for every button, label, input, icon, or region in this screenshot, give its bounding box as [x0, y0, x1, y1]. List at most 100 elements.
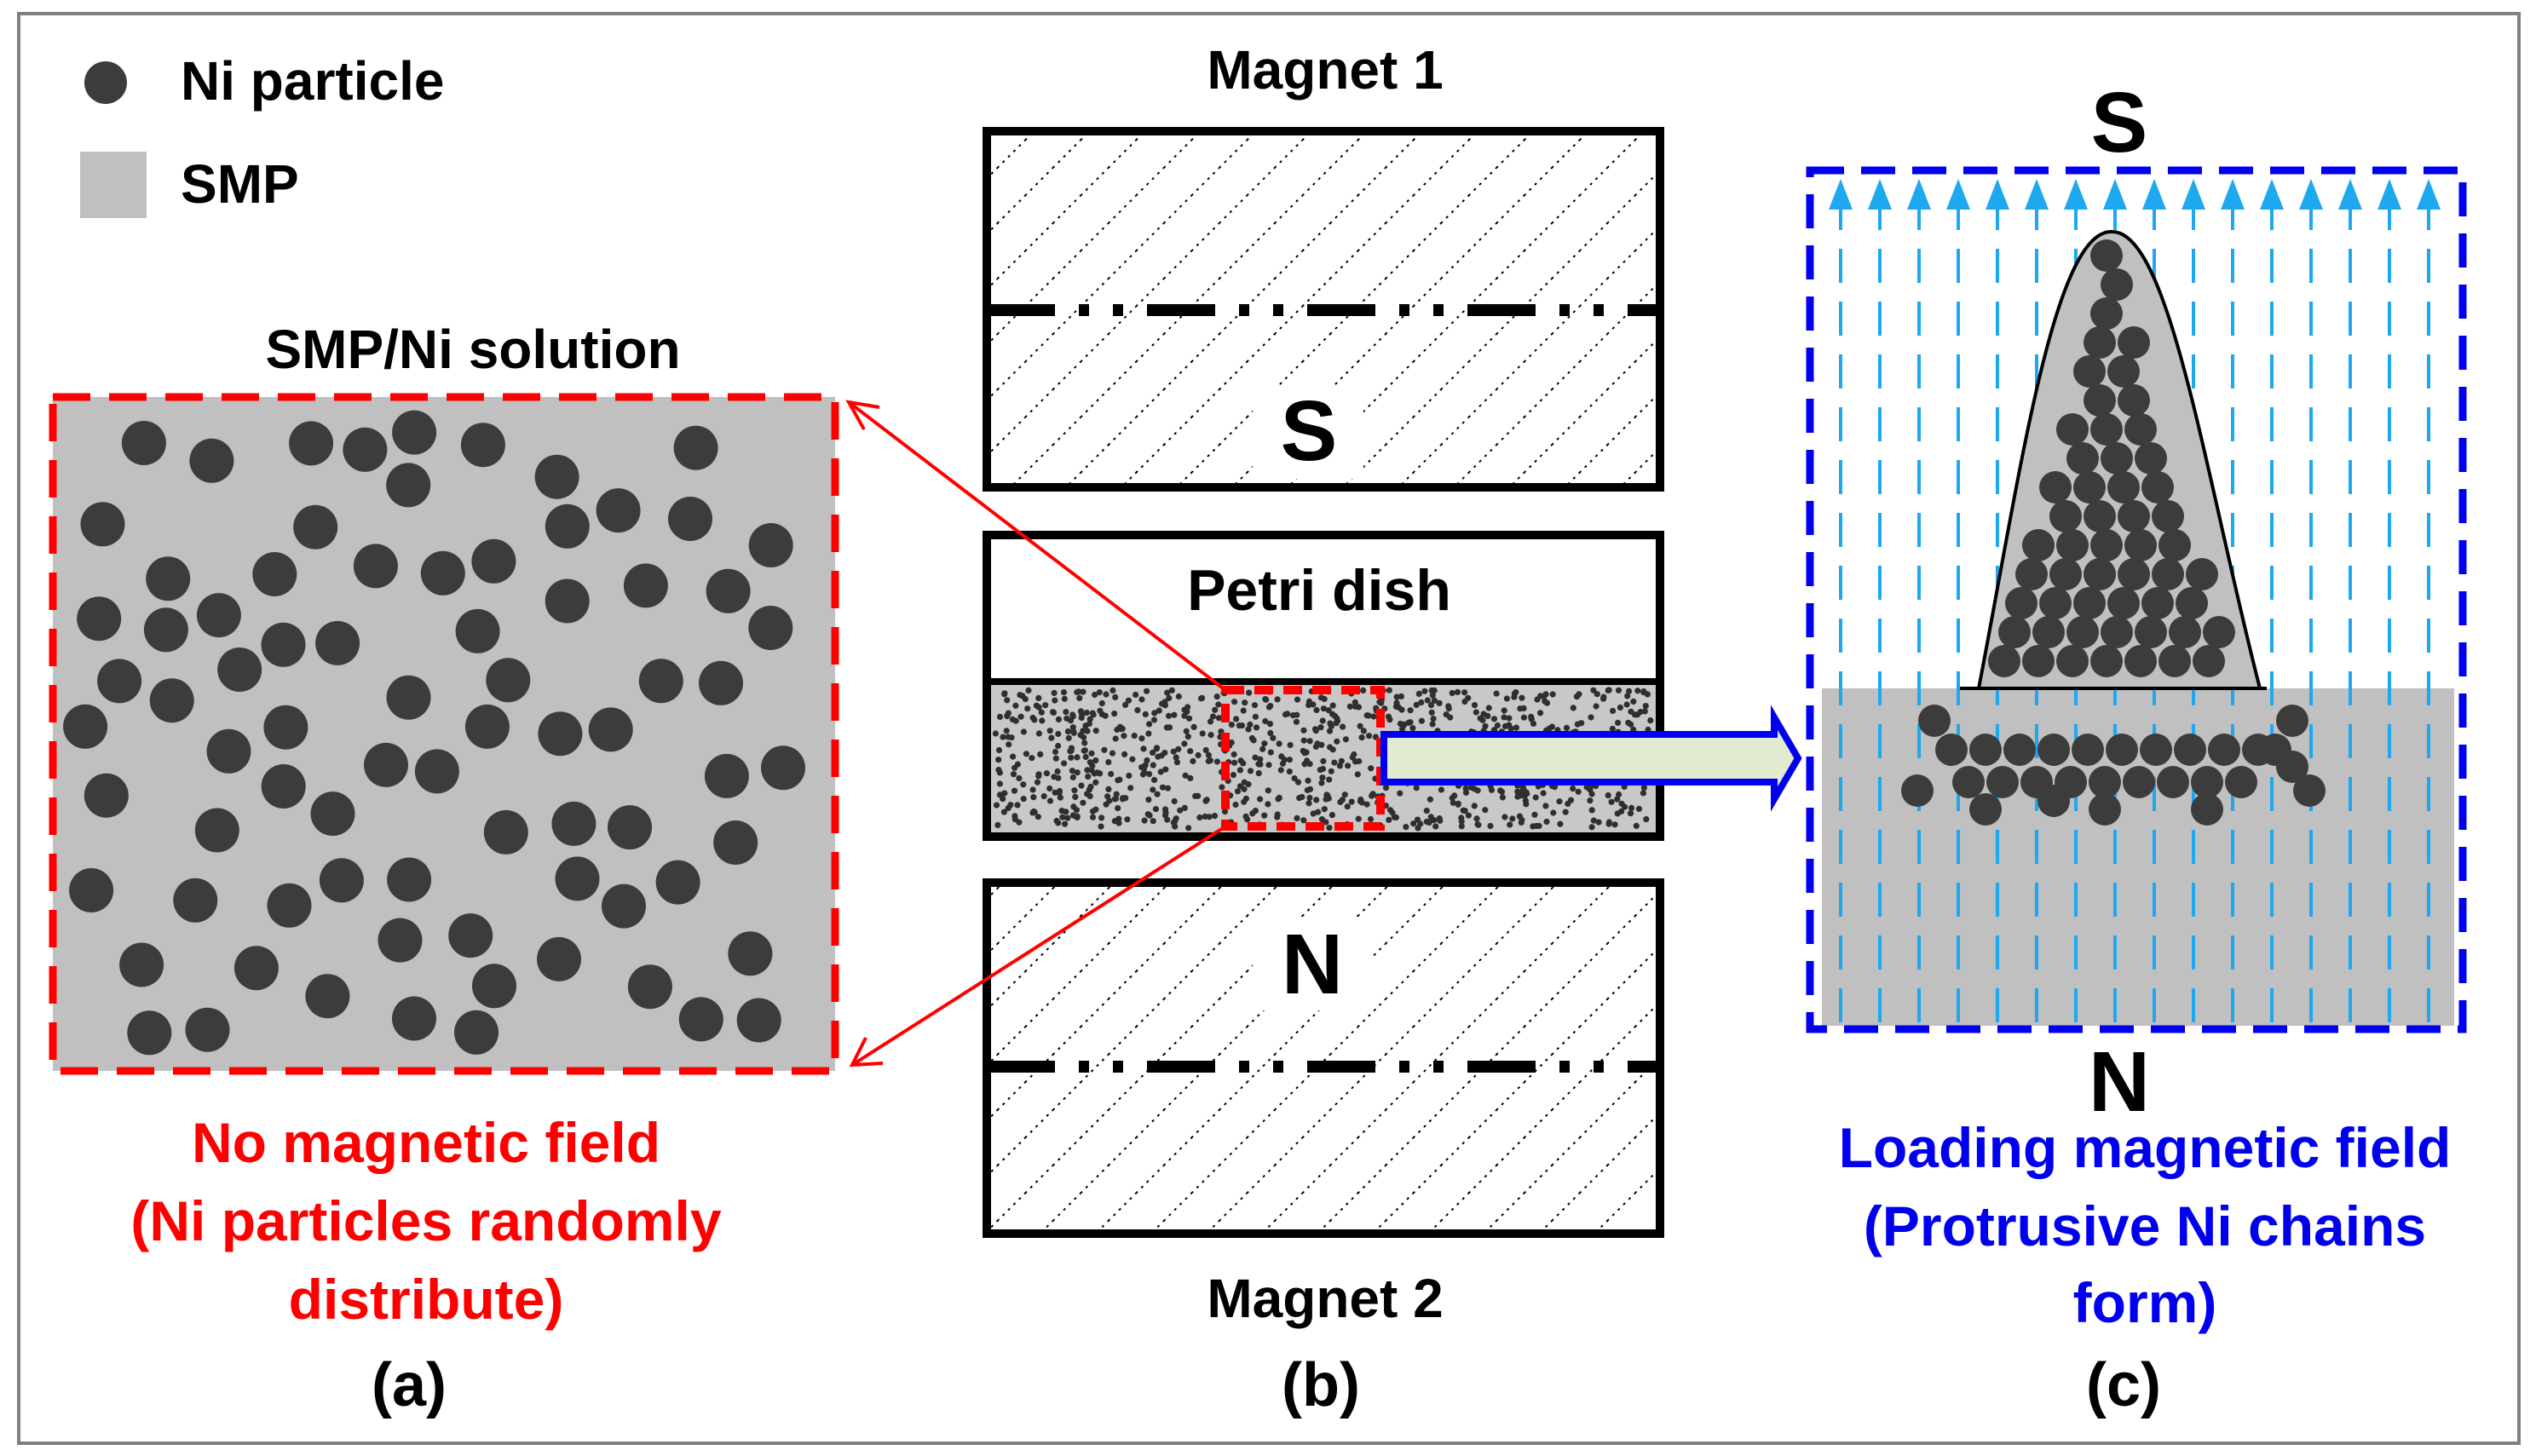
- ni-particle: [448, 913, 493, 958]
- ni-dot: [1328, 768, 1334, 774]
- ni-dot: [1124, 816, 1131, 823]
- ni-dot: [1294, 696, 1301, 703]
- ni-dot: [1329, 746, 1336, 753]
- ni-particle: [1988, 645, 2020, 677]
- smp-solution-box: [53, 397, 835, 1071]
- ni-dot: [1386, 816, 1392, 824]
- ni-dot: [1487, 822, 1494, 830]
- ni-dot: [1030, 794, 1037, 801]
- ni-dot: [1473, 709, 1479, 716]
- ni-dot: [1326, 728, 1334, 734]
- ni-dot: [1241, 798, 1248, 805]
- ni-dot: [1614, 796, 1621, 803]
- ni-dot: [1418, 717, 1425, 724]
- ni-dot: [1116, 723, 1124, 730]
- ni-dot: [1231, 699, 1238, 705]
- ni-particle: [319, 858, 364, 903]
- ni-dot: [1494, 722, 1501, 729]
- ni-dot: [1455, 800, 1461, 807]
- ni-dot: [1474, 787, 1481, 794]
- ni-dot: [1072, 793, 1079, 801]
- ni-particle: [588, 707, 633, 752]
- panel-a-caption-line1: No magnetic field: [192, 1111, 660, 1174]
- ni-dot: [1108, 770, 1115, 778]
- ni-particle: [378, 918, 423, 963]
- ni-dot: [1341, 791, 1348, 798]
- ni-particle: [63, 704, 108, 749]
- ni-particle: [185, 1007, 230, 1052]
- ni-dot: [1542, 803, 1549, 809]
- ni-dot: [994, 821, 1001, 829]
- ni-dot: [1277, 767, 1284, 774]
- field-arrow-head: [1868, 179, 1892, 210]
- ni-dot: [1020, 796, 1027, 803]
- ni-dot: [1300, 817, 1307, 824]
- ni-particle: [146, 556, 191, 601]
- ni-dot: [1326, 825, 1333, 832]
- ni-particle: [305, 974, 350, 1019]
- ni-dot: [1181, 706, 1188, 713]
- ni-dot: [1305, 800, 1312, 807]
- ni-dot: [1358, 734, 1365, 741]
- ni-dot: [1465, 694, 1472, 701]
- ni-dot: [1039, 717, 1046, 724]
- ni-dot: [1215, 701, 1222, 708]
- ni-particle: [2015, 558, 2048, 590]
- ni-dot: [1098, 814, 1105, 821]
- ni-particle: [2135, 442, 2167, 475]
- ni-dot: [1145, 730, 1152, 737]
- ni-dot: [1628, 708, 1634, 715]
- ni-particle: [2005, 587, 2037, 619]
- ni-dot: [1318, 741, 1325, 748]
- ni-dot: [1594, 691, 1600, 698]
- ni-particle: [2193, 645, 2225, 677]
- ni-particle: [2276, 705, 2308, 737]
- ni-dot: [1246, 689, 1253, 696]
- ni-dot: [1518, 819, 1524, 826]
- ni-dot: [1357, 796, 1364, 803]
- ni-dot: [1111, 711, 1118, 717]
- ni-dot: [1185, 825, 1192, 832]
- ni-dot: [1089, 763, 1096, 769]
- ni-dot: [1336, 763, 1343, 769]
- ni-dot: [1035, 694, 1042, 702]
- ni-dot: [993, 802, 1000, 809]
- figure-border: [17, 12, 2521, 1445]
- ni-particle: [414, 749, 459, 794]
- ni-dot: [1265, 787, 1271, 794]
- panel-b-letter: (b): [1282, 1351, 1360, 1419]
- panel-a-letter: (a): [372, 1351, 447, 1419]
- ni-dot: [1020, 728, 1027, 735]
- ni-dot: [1164, 785, 1172, 791]
- ni-dot: [1037, 751, 1044, 758]
- ni-particle: [655, 860, 700, 905]
- ni-dot: [1623, 701, 1630, 708]
- ni-dot: [1051, 774, 1058, 780]
- ni-dot: [1319, 774, 1326, 781]
- ni-dot: [1092, 691, 1098, 699]
- ni-dot: [1059, 814, 1066, 820]
- ni-dot: [1306, 761, 1313, 768]
- ni-dot: [1113, 791, 1120, 797]
- ni-dot: [1593, 703, 1599, 710]
- ni-dot: [1182, 772, 1189, 779]
- ni-dot: [1618, 800, 1625, 807]
- ni-dot: [1634, 688, 1641, 694]
- ni-particle: [315, 620, 360, 665]
- ni-dot: [1319, 717, 1326, 724]
- ni-dot: [1321, 806, 1328, 813]
- ni-dot: [1231, 759, 1238, 766]
- ni-dot: [1186, 715, 1193, 722]
- ni-dot: [1164, 689, 1171, 696]
- ni-dot: [1040, 793, 1047, 800]
- ni-dot: [1368, 765, 1375, 772]
- ni-particle: [1986, 766, 2019, 798]
- ni-dot: [1067, 717, 1075, 724]
- ni-particle: [460, 423, 505, 468]
- ni-dot: [1369, 792, 1375, 799]
- ni-dot: [1010, 753, 1017, 760]
- ni-dot: [1360, 728, 1367, 734]
- ni-particle: [736, 998, 781, 1043]
- ni-dot: [1600, 693, 1607, 700]
- ni-particle: [2158, 645, 2191, 677]
